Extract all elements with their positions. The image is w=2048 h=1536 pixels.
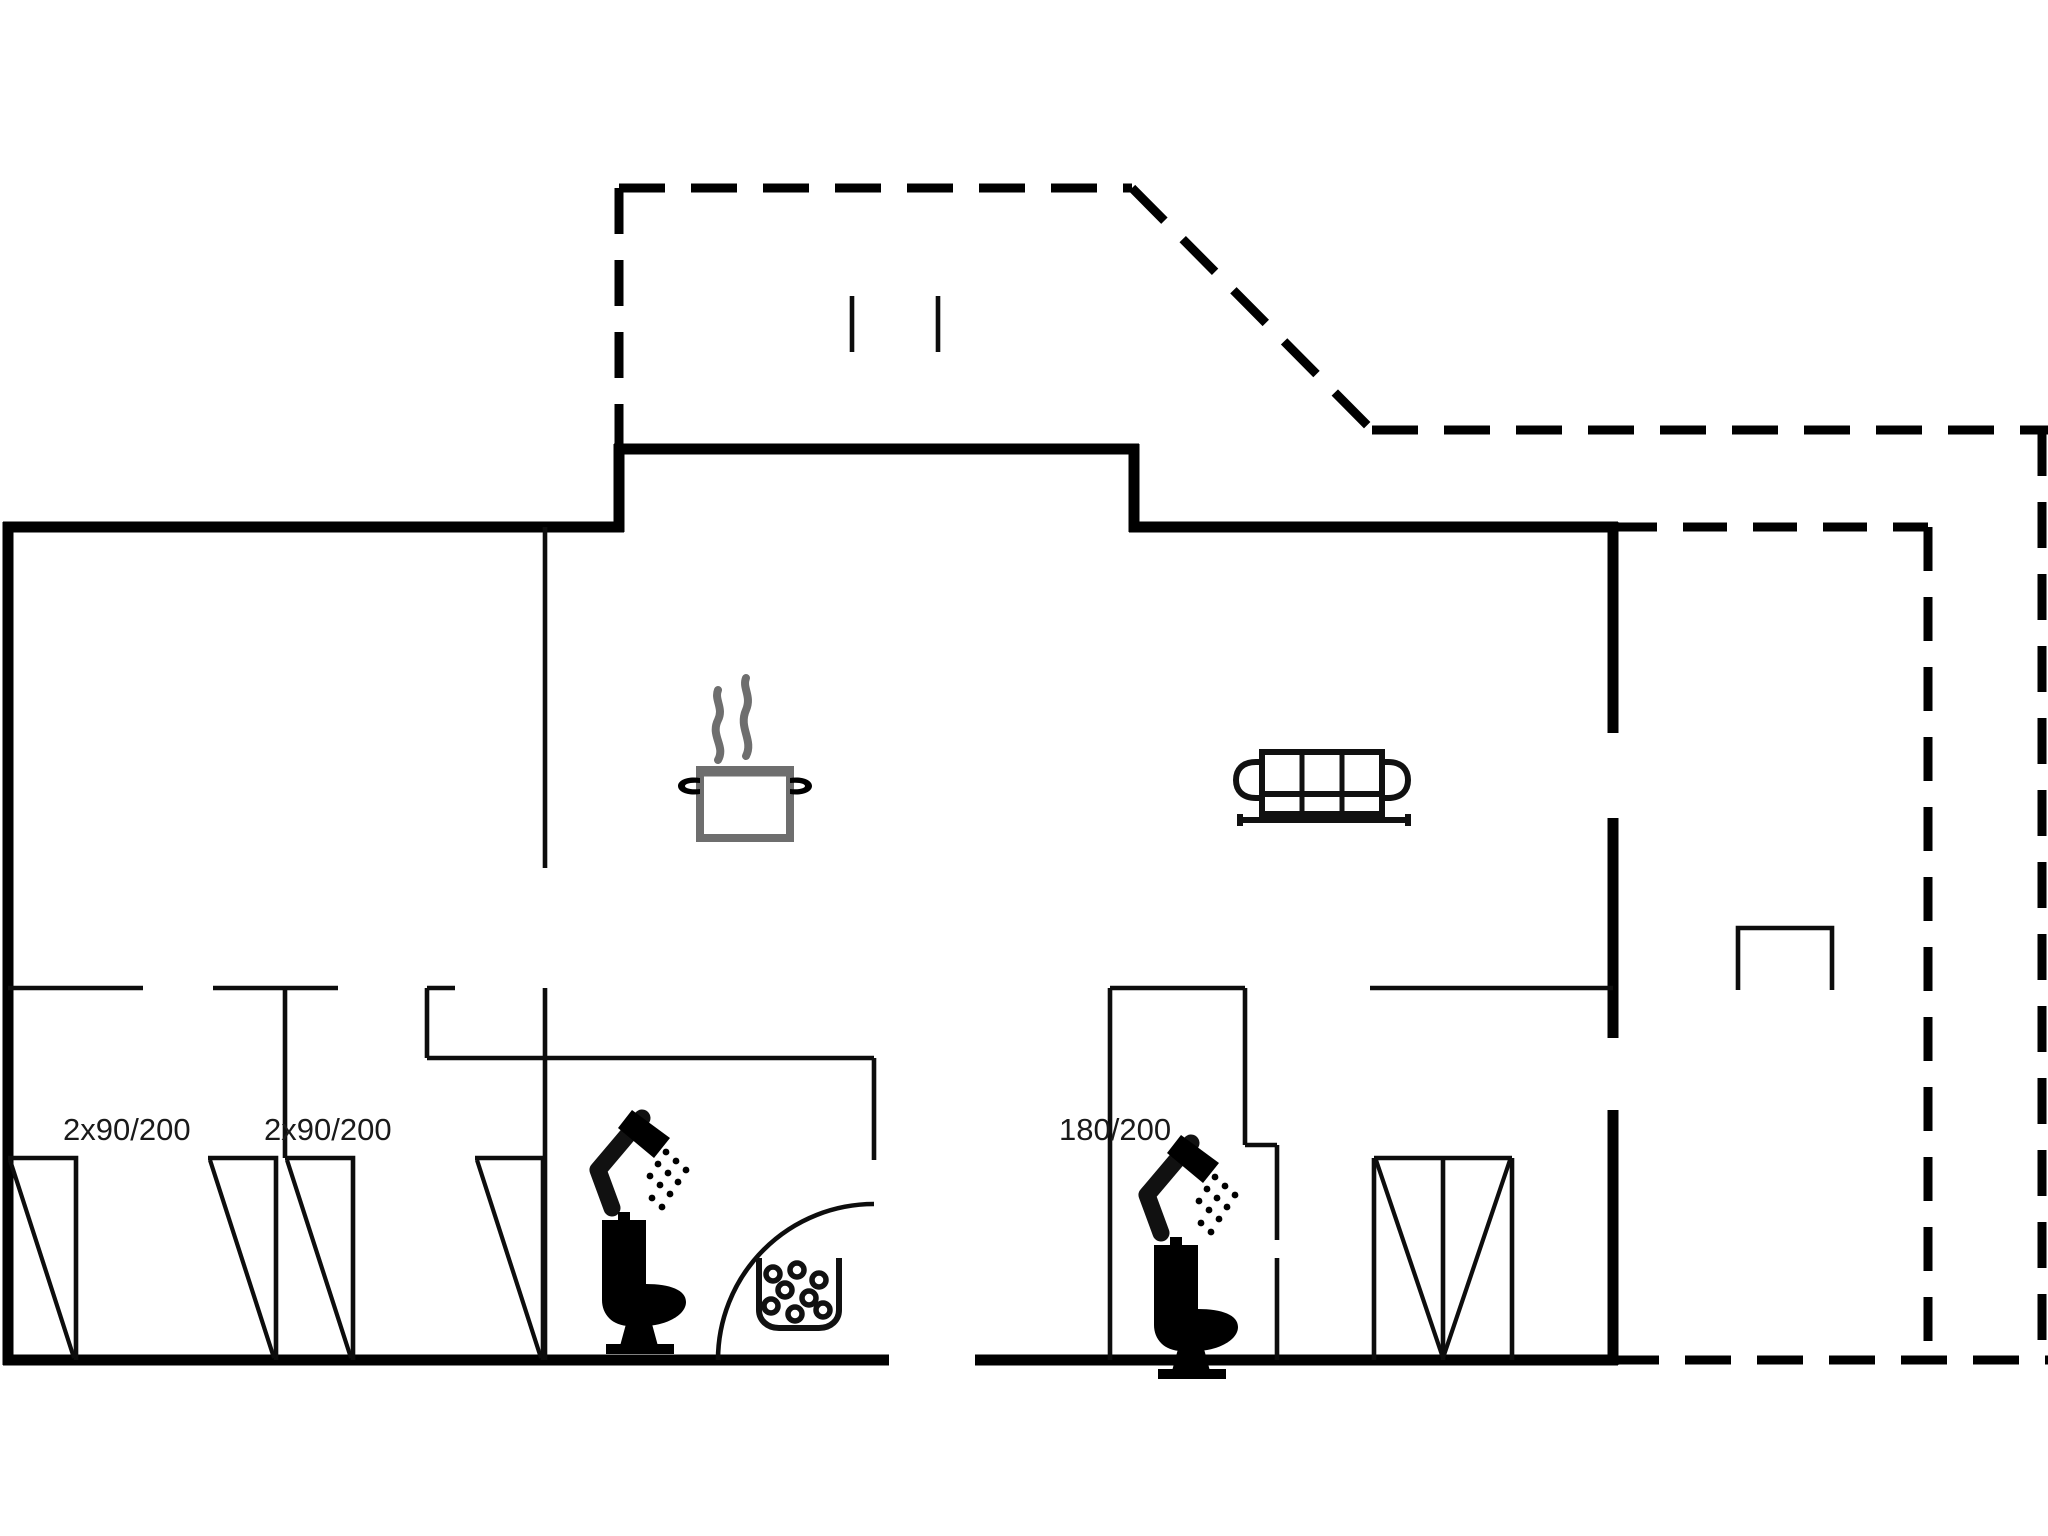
terrace-step-notch	[1735, 925, 1835, 990]
window-symbol	[285, 1155, 356, 1360]
window-symbol	[475, 1155, 546, 1360]
terrace-east-inner-outline	[1613, 522, 1933, 1366]
toilet-icon-left	[602, 1212, 686, 1354]
window-symbol	[8, 1155, 79, 1360]
terrace-tick-marks	[849, 296, 941, 352]
shower-icon-right	[1138, 1134, 1239, 1242]
terrace-north-outline	[614, 183, 2048, 449]
dimension-label-second-bedroom: 2x90/200	[264, 1112, 392, 1147]
laundry-basket-icon	[756, 1258, 842, 1331]
dimension-label-terrace-door: 180/200	[1059, 1112, 1171, 1147]
interior-walls	[8, 527, 1613, 1360]
double-door-symbol	[1371, 1155, 1515, 1360]
window-door-symbols	[8, 1155, 1515, 1360]
toilet-icon-right	[1154, 1237, 1238, 1379]
window-symbol	[208, 1155, 279, 1360]
cooking-pot-icon	[678, 674, 812, 842]
terrace-east-outer-outline	[1613, 430, 2048, 1365]
dimension-label-left-bedroom: 2x90/200	[63, 1112, 191, 1147]
shower-icon-left	[589, 1109, 690, 1217]
shower-cabin-arc	[715, 1201, 875, 1361]
sofa-icon	[1232, 749, 1412, 826]
